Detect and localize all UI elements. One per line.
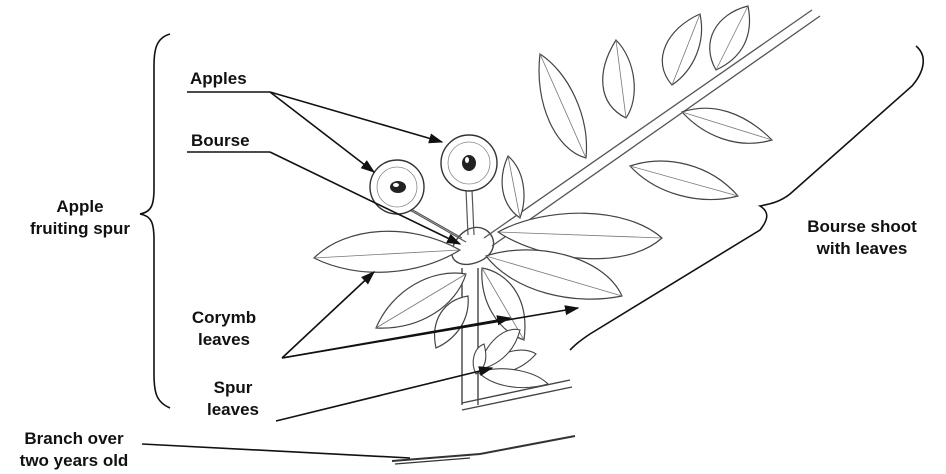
label-bourse-shoot: Bourse shoot with leaves (784, 216, 940, 260)
label-fruiting-spur: Apple fruiting spur (24, 196, 136, 240)
shoot-leaves (502, 6, 772, 218)
label-bourse: Bourse (191, 130, 250, 152)
old-branch (392, 436, 575, 464)
label-branch: Branch over two years old (0, 428, 148, 472)
label-branch-line1: Branch over (0, 428, 148, 450)
label-corymb-leaves-line2: leaves (168, 329, 280, 351)
spur-leaves (473, 329, 548, 387)
bourse-shoot-stem (484, 10, 820, 246)
label-bourse-shoot-line2: with leaves (784, 238, 940, 260)
apple-right (441, 135, 497, 191)
label-spur-leaves-line1: Spur (188, 377, 278, 399)
fruiting-spur-brace (140, 34, 170, 408)
label-corymb-leaves: Corymb leaves (168, 307, 280, 351)
label-fruiting-spur-line2: fruiting spur (24, 218, 136, 240)
label-branch-line2: two years old (0, 450, 148, 472)
label-corymb-leaves-line1: Corymb (168, 307, 280, 329)
label-spur-leaves-line2: leaves (188, 399, 278, 421)
apple-left (370, 160, 424, 214)
label-fruiting-spur-line1: Apple (24, 196, 136, 218)
label-spur-leaves: Spur leaves (188, 377, 278, 421)
label-bourse-shoot-line1: Bourse shoot (784, 216, 940, 238)
label-apples: Apples (190, 68, 247, 90)
